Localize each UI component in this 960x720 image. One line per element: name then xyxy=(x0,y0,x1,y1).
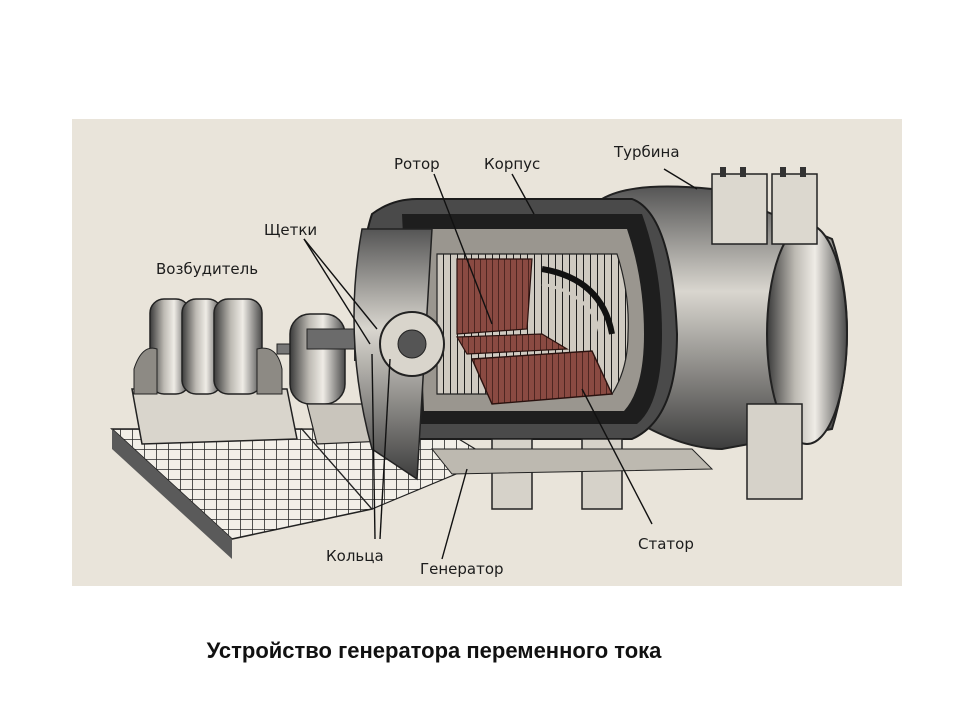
generator-diagram: Ротор Корпус Турбина Щетки Возбудитель К… xyxy=(72,119,902,586)
label-korpus: Корпус xyxy=(484,155,540,173)
label-koltsa: Кольца xyxy=(326,547,384,565)
label-stator: Статор xyxy=(638,535,694,553)
label-turbina: Турбина xyxy=(613,143,680,161)
label-vozbuditel: Возбудитель xyxy=(156,260,258,278)
diagram-drawing: Ротор Корпус Турбина Щетки Возбудитель К… xyxy=(110,143,848,578)
label-generator: Генератор xyxy=(420,560,504,578)
leader-lines xyxy=(303,168,698,560)
figure-caption: Устройство генератора переменного тока xyxy=(206,638,662,663)
label-rotor: Ротор xyxy=(394,155,440,173)
label-shchetki: Щетки xyxy=(264,221,317,239)
exciter xyxy=(131,298,308,445)
generator-housing xyxy=(353,198,714,510)
